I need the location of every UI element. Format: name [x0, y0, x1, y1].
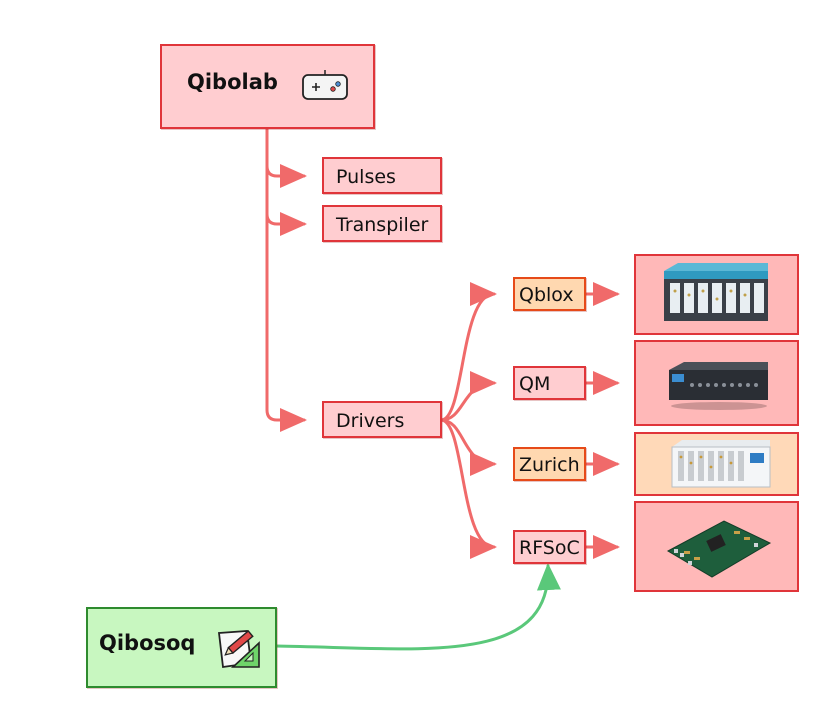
- qm-label: QM: [519, 373, 551, 395]
- drivers-label: Drivers: [336, 410, 405, 432]
- rfsoc-device-panel: [634, 501, 799, 592]
- qm-device-panel: [634, 340, 799, 426]
- rfsoc-label: RFSoC: [519, 537, 580, 559]
- transpiler-box: Transpiler: [322, 205, 442, 242]
- gamepad-icon: [302, 70, 348, 100]
- arrow-to-transpiler: [265, 212, 307, 236]
- zurich-chassis-image: [671, 440, 771, 488]
- rfsoc-box: RFSoC: [513, 530, 586, 564]
- qblox-device-panel: [634, 254, 799, 335]
- pencil-ruler-icon: [217, 630, 260, 669]
- drivers-box: Drivers: [322, 401, 442, 438]
- qblox-label: Qblox: [519, 284, 574, 306]
- qblox-rack-image: [664, 263, 768, 321]
- qm-box-image: [669, 362, 768, 410]
- qibosoq-title: Qibosoq: [99, 631, 196, 655]
- arrow-to-rfsoc: [439, 418, 497, 559]
- arrow-to-qblox: [439, 282, 497, 422]
- qibolab-box: Qibolab: [160, 44, 375, 129]
- rfsoc-board-image: [666, 520, 772, 578]
- spine-line: [265, 126, 307, 432]
- arrow-to-pulses: [265, 164, 307, 188]
- arrow-to-zurich: [439, 418, 497, 476]
- transpiler-label: Transpiler: [336, 214, 429, 236]
- zurich-box: Zurich: [513, 447, 586, 481]
- qm-box: QM: [513, 366, 586, 400]
- qibosoq-box: Qibosoq: [86, 607, 277, 688]
- zurich-label: Zurich: [519, 454, 580, 476]
- zurich-device-panel: [634, 432, 799, 496]
- qblox-box: Qblox: [513, 277, 586, 311]
- pulses-box: Pulses: [322, 157, 442, 194]
- arrow-qibosoq-to-rfsoc: [274, 563, 561, 651]
- pulses-label: Pulses: [336, 166, 396, 188]
- qibolab-title: Qibolab: [187, 70, 278, 94]
- arrow-to-qm: [439, 371, 497, 422]
